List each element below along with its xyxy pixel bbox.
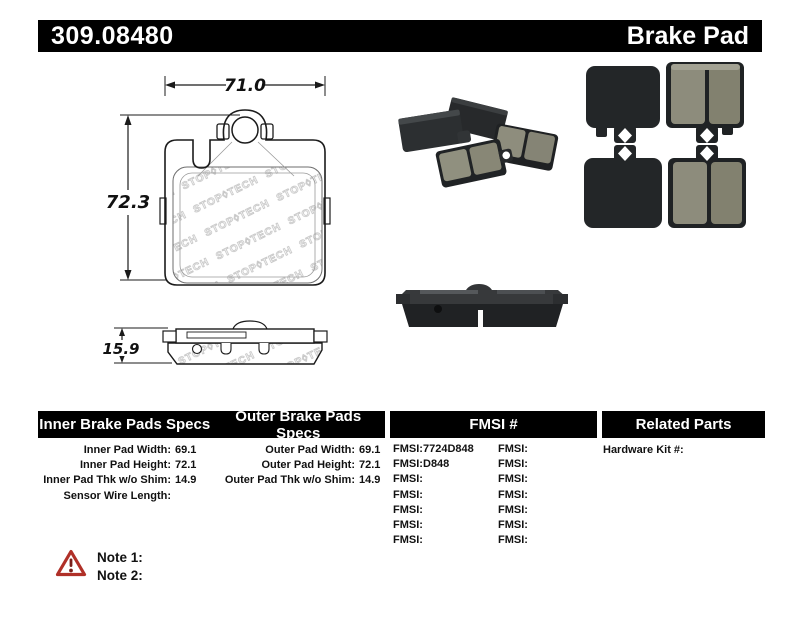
fmsi-label: FMSI: (393, 534, 423, 547)
table-row: Inner Pad Width: 69.1 (38, 444, 212, 459)
inner-specs-table: Inner Pad Width: 69.1 Inner Pad Height: … (38, 444, 212, 505)
table-row: Outer Pad Height: 72.1 (212, 459, 385, 474)
table-row: FMSI: (498, 458, 593, 473)
fmsi-label: FMSI: (393, 488, 423, 501)
thickness-dimension: 15.9 (102, 327, 172, 364)
fmsi-label: FMSI: (393, 443, 423, 455)
product-type-title: Brake Pad (626, 21, 749, 50)
notes: Note 1: Note 2: (97, 549, 143, 584)
note-2: Note 2: (97, 567, 143, 583)
width-dimension: 71.0 (164, 76, 326, 96)
fmsi-label: FMSI: (498, 503, 528, 516)
fmsi-label: FMSI: (393, 458, 423, 471)
table-row: FMSI: (498, 534, 593, 549)
fmsi-table-right: FMSI: FMSI: FMSI: FMSI: FMSI: FMSI: FMSI… (498, 443, 593, 549)
inner-specs-title: Inner Brake Pads Specs (39, 416, 211, 433)
table-row: FMSI: (498, 489, 593, 504)
table-row: Sensor Wire Length: (38, 490, 212, 505)
spec-label: Sensor Wire Length: (63, 489, 171, 502)
specs-header-bar: Inner Brake Pads Specs Outer Brake Pads … (38, 408, 385, 442)
photo-pads-perspective (398, 97, 559, 188)
fmsi-label: FMSI: (498, 518, 528, 531)
table-row: FMSI: (498, 519, 593, 534)
table-row: FMSI: (393, 504, 493, 519)
table-row: Hardware Kit #: (603, 444, 684, 459)
related-title: Related Parts (635, 416, 732, 433)
spec-value: 72.1 (359, 459, 381, 472)
spec-label: Inner Pad Width: (83, 444, 171, 456)
fmsi-label: FMSI: (498, 443, 528, 455)
spec-label: Outer Pad Height: (261, 459, 355, 472)
header-bar: 309.08480 Brake Pad (38, 20, 762, 52)
side-view-drawing (162, 320, 328, 365)
fmsi-label: FMSI: (393, 473, 423, 486)
warning-icon (55, 549, 87, 577)
note-1: Note 1: (97, 550, 143, 565)
fmsi-value: D848 (423, 458, 450, 471)
part-number: 309.08480 (51, 21, 174, 50)
table-row: FMSI: (498, 473, 593, 488)
outer-specs-title: Outer Brake Pads Specs (235, 407, 362, 442)
fmsi-value: 7724D848 (423, 443, 474, 455)
table-row: FMSI: (393, 473, 493, 488)
fmsi-table-left: FMSI: 7724D848 FMSI: D848 FMSI: FMSI: FM… (393, 443, 493, 549)
fmsi-label: FMSI: (498, 534, 528, 547)
fmsi-title: FMSI # (469, 416, 518, 433)
spec-value: 69.1 (175, 444, 197, 456)
related-parts-table: Hardware Kit #: (603, 444, 684, 459)
table-row: FMSI: (393, 489, 493, 504)
thickness-dim-label: 15.9 (102, 340, 139, 358)
table-row: FMSI: (393, 534, 493, 549)
fmsi-label: FMSI: (498, 458, 528, 471)
height-dimension: 72.3 (106, 114, 240, 281)
photo-pad-side (396, 284, 568, 327)
fmsi-header-bar: FMSI # (390, 411, 597, 438)
fmsi-label: FMSI: (498, 473, 528, 486)
table-row: FMSI: 7724D848 (393, 443, 493, 458)
related-label: Hardware Kit #: (603, 444, 684, 456)
table-row: FMSI: (393, 519, 493, 534)
spec-value: 72.1 (175, 459, 197, 472)
table-row: Inner Pad Thk w/o Shim: 14.9 (38, 474, 212, 489)
table-row: Inner Pad Height: 72.1 (38, 459, 212, 474)
spec-value: 14.9 (359, 474, 381, 487)
spec-value: 14.9 (175, 474, 197, 487)
fmsi-label: FMSI: (393, 518, 423, 531)
fmsi-label: FMSI: (498, 488, 528, 501)
photo-pads-flatlay (584, 62, 746, 228)
spec-value: 69.1 (359, 444, 381, 456)
table-row: Outer Pad Width: 69.1 (212, 444, 385, 459)
height-dim-label: 72.3 (106, 192, 150, 213)
spec-label: Inner Pad Thk w/o Shim: (43, 474, 171, 487)
table-row: Outer Pad Thk w/o Shim: 14.9 (212, 474, 385, 489)
spec-label: Outer Pad Width: (265, 444, 355, 456)
spec-label: Outer Pad Thk w/o Shim: (224, 474, 355, 487)
front-view-drawing (159, 109, 331, 286)
width-dim-label: 71.0 (224, 76, 266, 96)
table-row: FMSI: (498, 504, 593, 519)
outer-specs-table: Outer Pad Width: 69.1 Outer Pad Height: … (212, 444, 385, 490)
table-row: FMSI: (498, 443, 593, 458)
spec-label: Inner Pad Height: (79, 459, 171, 472)
fmsi-label: FMSI: (393, 503, 423, 516)
table-row: FMSI: D848 (393, 458, 493, 473)
related-header-bar: Related Parts (602, 411, 765, 438)
